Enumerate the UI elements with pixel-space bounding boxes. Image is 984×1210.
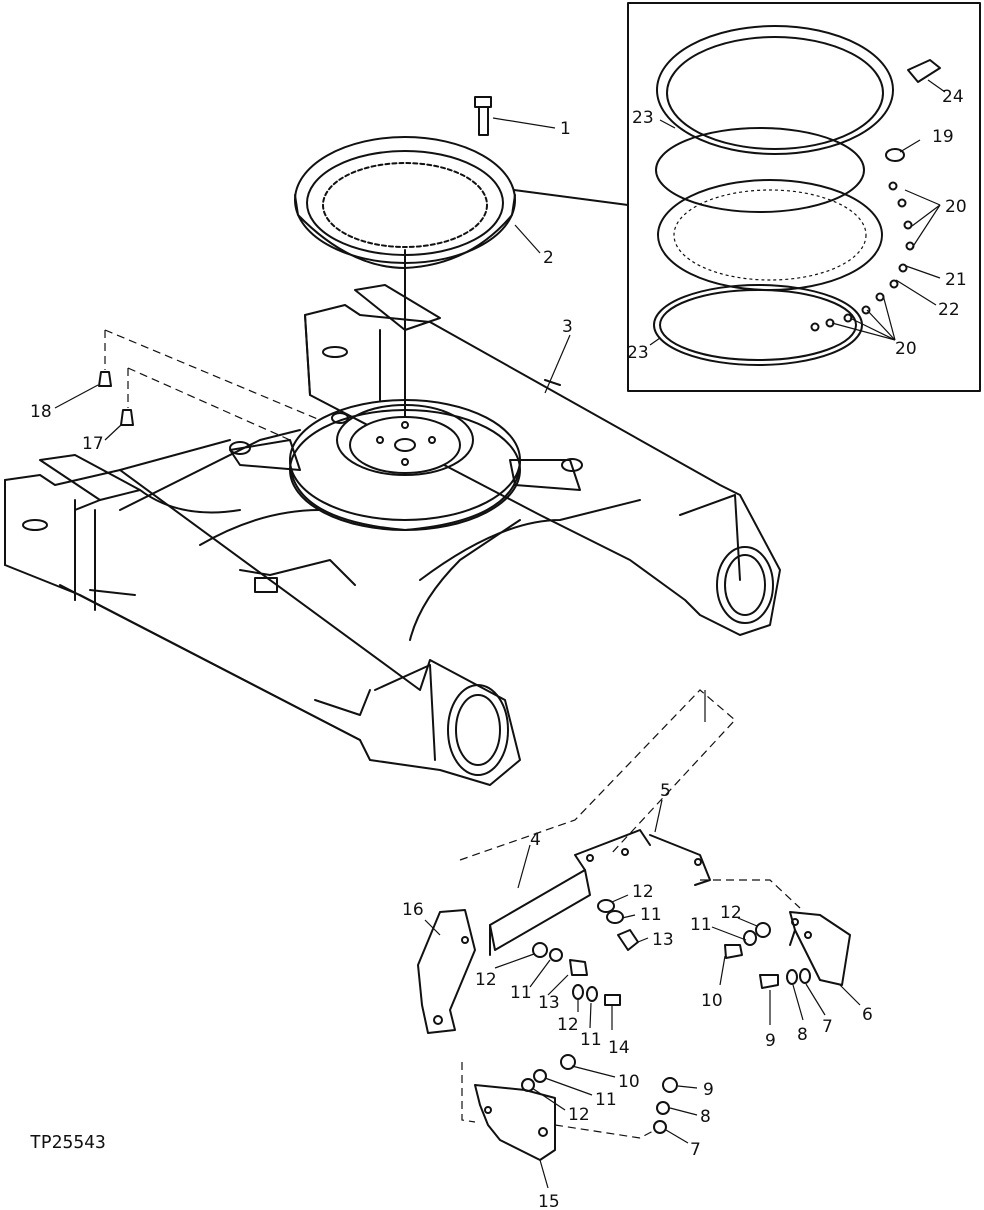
callout-7: 7 <box>822 1017 833 1037</box>
figure-code: TP25543 <box>30 1132 106 1153</box>
callout-8: 8 <box>797 1025 808 1045</box>
callout-24: 24 <box>942 87 964 107</box>
callout-12e: 12 <box>568 1105 590 1125</box>
callout-12c: 12 <box>475 970 497 990</box>
grease-fittings <box>54 329 321 441</box>
callout-2: 2 <box>543 248 554 268</box>
callout-20b: 20 <box>895 339 917 359</box>
callout-11e: 11 <box>595 1090 617 1110</box>
callout-15: 15 <box>538 1192 560 1210</box>
callout-21: 21 <box>945 270 967 290</box>
callout-11d: 11 <box>580 1030 602 1050</box>
callout-12d: 12 <box>557 1015 579 1035</box>
callout-20: 20 <box>945 197 967 217</box>
callout-8b: 8 <box>700 1107 711 1127</box>
callout-23: 23 <box>632 108 654 128</box>
track-guards <box>417 689 861 1189</box>
callout-10b: 10 <box>618 1072 640 1092</box>
callout-17: 17 <box>82 434 104 454</box>
swing-bearing-assembly <box>294 96 556 441</box>
callout-6: 6 <box>862 1005 873 1025</box>
callout-13: 13 <box>652 930 674 950</box>
callout-11b: 11 <box>640 905 662 925</box>
callout-11c: 11 <box>510 983 532 1003</box>
callout-5: 5 <box>660 781 671 801</box>
callout-1: 1 <box>560 119 571 139</box>
callout-4: 4 <box>530 830 541 850</box>
callout-22: 22 <box>938 300 960 320</box>
callout-10: 10 <box>701 991 723 1011</box>
callout-labels: 1 2 3 4 5 6 7 8 9 10 11 12 12 11 13 12 1… <box>30 87 967 1210</box>
callout-18: 18 <box>30 402 52 422</box>
callout-12: 12 <box>720 903 742 923</box>
callout-14: 14 <box>608 1038 630 1058</box>
callout-7b: 7 <box>690 1140 701 1160</box>
track-frame <box>4 284 781 786</box>
detail-inset <box>513 2 981 392</box>
callout-9b: 9 <box>703 1080 714 1100</box>
callout-12b: 12 <box>632 882 654 902</box>
callout-16: 16 <box>402 900 424 920</box>
callout-3: 3 <box>562 317 573 337</box>
callout-9: 9 <box>765 1031 776 1051</box>
callout-13b: 13 <box>538 993 560 1013</box>
callout-23b: 23 <box>627 343 649 363</box>
callout-11: 11 <box>690 915 712 935</box>
callout-19: 19 <box>932 127 954 147</box>
